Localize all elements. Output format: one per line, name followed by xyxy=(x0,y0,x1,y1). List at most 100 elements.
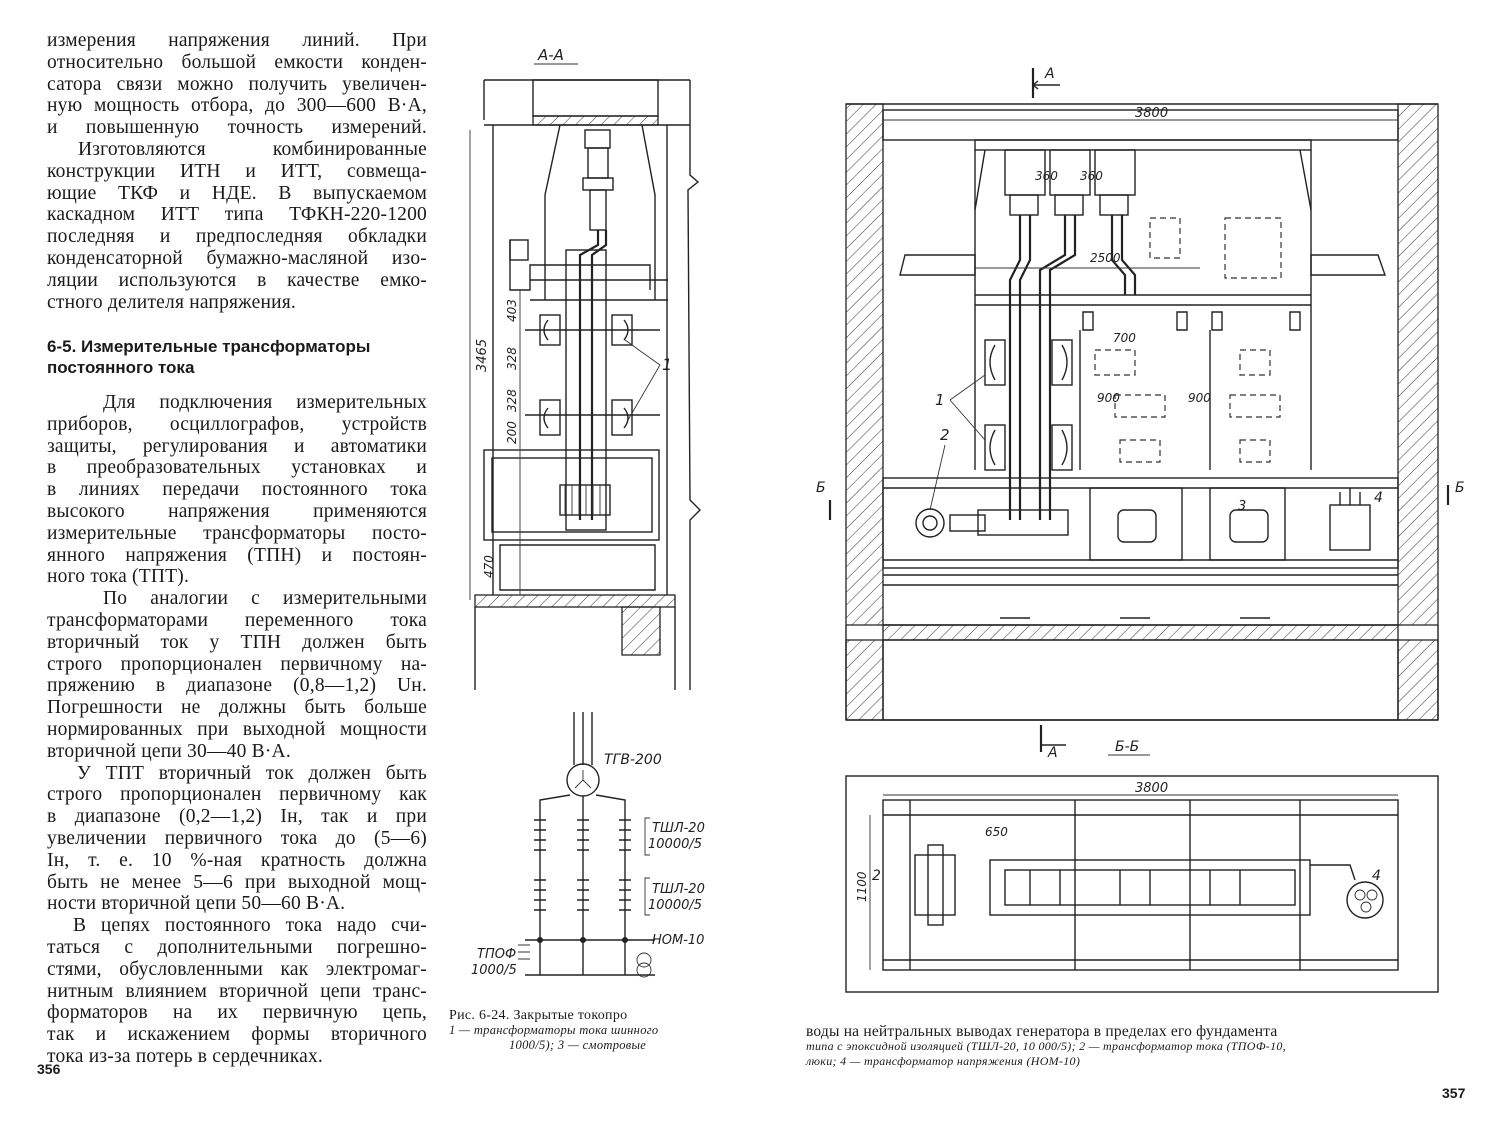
dim-360b: 360 xyxy=(1080,169,1103,183)
text-line: форматоров на их первичную цепь, xyxy=(47,1002,427,1024)
callout-1-left: 1 xyxy=(662,355,672,374)
callout-4: 4 xyxy=(1374,490,1383,506)
dim-700: 700 xyxy=(1113,331,1136,345)
caption-line: воды на нейтральных выводах генератора в… xyxy=(806,1023,1278,1040)
cut-label-b-left: Б xyxy=(816,480,826,496)
text-line: нормированных при выходной мощности xyxy=(47,718,427,740)
dim-900b: 900 xyxy=(1188,391,1211,405)
text-line: таться с дополнительными погрешно- xyxy=(47,936,427,958)
dim-3800-b: 3800 xyxy=(1135,781,1168,796)
caption-line: 1 — трансформаторы тока шинного xyxy=(449,1023,659,1037)
text-line: измерения напряжения линий. При xyxy=(47,30,427,51)
text-line: стями, обусловленными как электромаг- xyxy=(47,958,427,980)
paragraph: измерения напряжения линий. При относите… xyxy=(47,30,427,139)
paragraph: В цепях постоянного тока надо счи- татьс… xyxy=(47,915,427,1068)
text-line: защиты, регулирования и автоматики xyxy=(47,435,427,457)
heading-line: 6-5. Измерительные трансформаторы xyxy=(47,337,371,356)
text-line: конструкции ИТН и ИТТ, совмеща- xyxy=(47,160,427,182)
text-line: в линиях передачи постоянного тока xyxy=(47,479,427,501)
cut-label-a-bottom: А xyxy=(1047,745,1058,761)
text-line: нитным влиянием вторичной цепи транс- xyxy=(47,980,427,1002)
text-line: У ТПТ вторичный ток должен быть xyxy=(77,762,427,784)
gen-label: ТГВ-200 xyxy=(604,752,662,768)
caption-line: люки; 4 — трансформатор напряжения (НОМ-… xyxy=(806,1054,1081,1068)
text-line: относительно большой емкости конден- xyxy=(47,51,427,73)
text-line: каскадном ИТТ типа ТФКН-220-1200 xyxy=(47,204,427,226)
dim-403: 403 xyxy=(505,299,519,322)
paragraph: Для подключения измерительных приборов, … xyxy=(47,392,427,588)
text-line: в преобразовательных установках и xyxy=(47,457,427,479)
callout-2-b: 2 xyxy=(872,868,881,884)
figure-caption-right: воды на нейтральных выводах генератора в… xyxy=(806,1024,1286,1069)
text-line: трансформаторами переменного тока xyxy=(47,609,427,631)
dim-360a: 360 xyxy=(1035,169,1058,183)
dim-328a: 328 xyxy=(505,347,519,370)
section-label-b-b: Б-Б xyxy=(1115,739,1139,755)
dim-1100: 1100 xyxy=(855,871,869,902)
text-line: В цепях постоянного тока надо счи- xyxy=(73,915,427,937)
section-label-a-a: А-А xyxy=(537,46,564,64)
text-line: в диапазоне (0,2—1,2) Iн, так и при xyxy=(47,806,427,828)
text-line: пряжению в диапазоне (0,8—1,2) Uн. xyxy=(47,675,427,697)
ct-label-1: ТШЛ-20 xyxy=(652,821,705,836)
single-line-schematic: ТГВ-200 ТШЛ-20 10000/5 ТШЛ-20 10000/5 ТП… xyxy=(471,712,705,978)
text-line: Изготовляются комбинированные xyxy=(78,138,427,160)
text-line: вторичный ток у ТПН должен быть xyxy=(47,631,427,653)
ct-ratio-2: 10000/5 xyxy=(648,898,702,913)
ct-label-2: ТШЛ-20 xyxy=(652,882,705,897)
caption-line: 1000/5); 3 — смотровые xyxy=(509,1038,647,1052)
text-line: Погрешности не должны быть больше xyxy=(47,697,427,719)
text-line: строго пропорционален первичному как xyxy=(47,784,427,806)
cut-label-a-top: А xyxy=(1044,66,1055,82)
ct-ratio-1: 10000/5 xyxy=(648,837,702,852)
text-line: и повышенную точность измерений. xyxy=(47,117,427,139)
text-line: вторичной цепи 30—40 В·А. xyxy=(47,740,291,762)
text-line: тока из-за потерь в сердечниках. xyxy=(47,1045,323,1067)
text-line: ного тока (ТПТ). xyxy=(47,566,190,588)
text-line: стного делителя напряжения. xyxy=(47,291,296,313)
text-line: высокого напряжения применяются xyxy=(47,500,427,522)
heading-line: постоянного тока xyxy=(47,358,195,377)
paragraph: По аналогии с измерительными трансформат… xyxy=(47,588,427,762)
text-line: приборов, осциллографов, устройств xyxy=(47,413,427,435)
cut-label-b-right: Б xyxy=(1455,480,1465,496)
dim-650: 650 xyxy=(985,825,1008,839)
figure-caption-left: Рис. 6-24. Закрытые токопро 1 — трансфор… xyxy=(449,1008,658,1053)
text-line: так и искажением формы вторичного xyxy=(47,1024,427,1046)
caption-line: Рис. 6-24. Закрытые токопро xyxy=(449,1008,628,1023)
text-line: ности вторичной цепи 50—60 В·А. xyxy=(47,893,346,915)
text-line: ляции используются в качестве емко- xyxy=(47,269,427,291)
main-elevation-drawing: А А 3800 360 360 2500 xyxy=(816,66,1465,761)
text-line: Для подключения измерительных xyxy=(103,392,427,413)
dim-3465: 3465 xyxy=(475,339,490,372)
text-line: По аналогии с измерительными xyxy=(103,588,427,610)
section-b-b-drawing: Б-Б 3800 650 1100 2 4 xyxy=(845,739,1439,993)
callout-4-b: 4 xyxy=(1372,868,1381,884)
text-line: строго пропорционален первичному на- xyxy=(47,653,427,675)
left-page-text-2: Для подключения измерительных приборов, … xyxy=(47,392,427,1068)
text-line: сатора связи можно получить увеличен- xyxy=(47,73,427,95)
tpof-ratio: 1000/5 xyxy=(471,963,517,978)
paragraph: У ТПТ вторичный ток должен быть строго п… xyxy=(47,763,427,916)
tpof-label: ТПОФ xyxy=(477,947,516,962)
text-line: ющие ТКФ и НДЕ. В выпускаемом xyxy=(47,182,427,204)
text-line: последняя и предпоследняя обкладки xyxy=(47,226,427,248)
callout-2: 2 xyxy=(940,426,950,444)
left-page-text: измерения напряжения линий. При относите… xyxy=(47,30,427,313)
dim-470: 470 xyxy=(482,555,496,578)
text-line: быть не менее 5—6 при выходной мощ- xyxy=(47,871,427,893)
section-heading: 6-5. Измерительные трансформаторы постоя… xyxy=(47,336,427,378)
text-line: янного напряжения (ТПН) и постоян- xyxy=(47,544,427,566)
caption-line: типа с эпоксидной изоляцией (ТШЛ-20, 10 … xyxy=(806,1039,1286,1053)
text-line: ную мощность отбора, до 300—600 В·А, xyxy=(47,95,427,117)
paragraph: Изготовляются комбинированные конструкци… xyxy=(47,139,427,313)
text-line: увеличении первичного тока до (5—6) xyxy=(47,827,427,849)
dim-328b: 328 xyxy=(505,389,519,412)
callout-3: 3 xyxy=(1238,499,1246,514)
text-line: измерительные трансформаторы посто- xyxy=(47,522,427,544)
page-number-right: 357 xyxy=(1442,1085,1466,1101)
dim-200: 200 xyxy=(505,421,519,444)
text-line: конденсаторной бумажно-масляной изо- xyxy=(47,247,427,269)
dim-2500: 2500 xyxy=(1090,251,1121,265)
